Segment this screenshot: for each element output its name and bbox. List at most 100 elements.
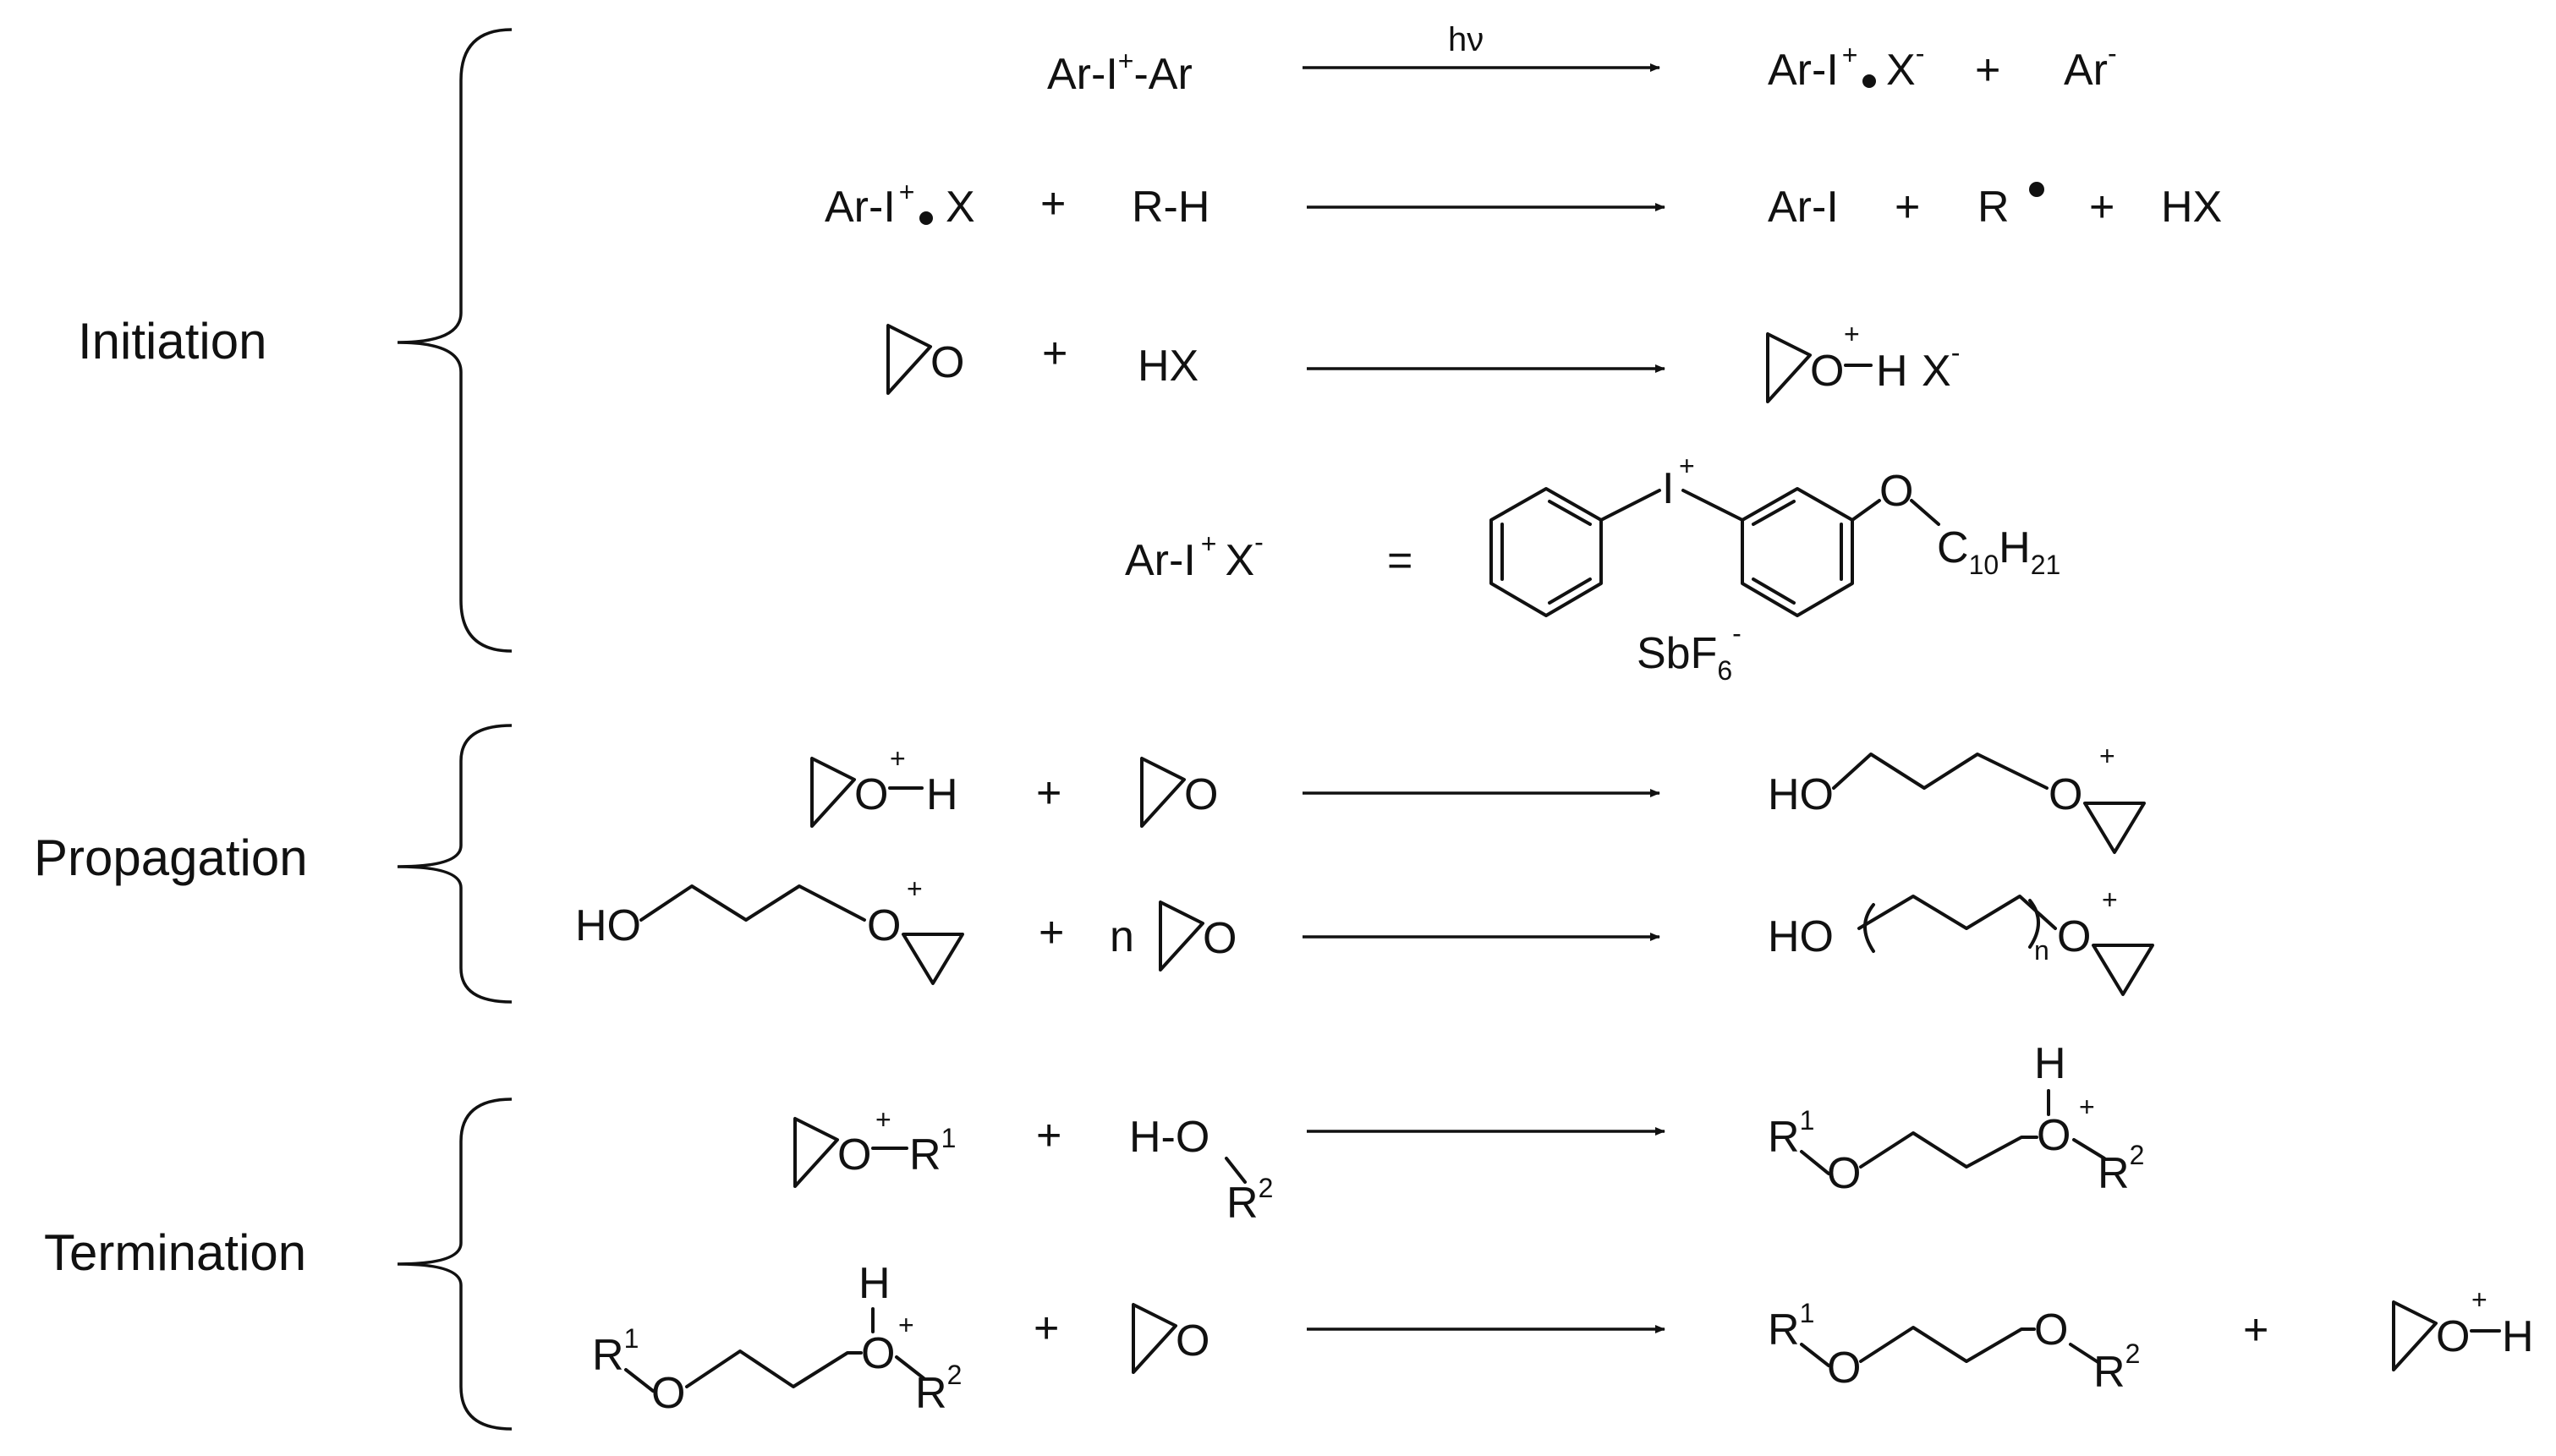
alkyl-r1: R1 <box>592 1323 639 1380</box>
repeat-subscript: n <box>2034 935 2049 966</box>
phenyl-ring-left <box>1489 487 1603 617</box>
initiator-formula: Ar-I+X- <box>1125 527 1264 585</box>
r-o-bond <box>624 1368 655 1393</box>
equals-sign: = <box>1387 536 1412 585</box>
reactant-rh: R-H <box>1132 183 1209 232</box>
oxonium-oxygen: O <box>854 770 888 819</box>
epoxide-ring <box>2083 802 2146 854</box>
reaction-2: Ar-I+ X + R-H Ar-I + R + HX <box>825 177 2222 232</box>
plus-sign: + <box>1040 179 1066 228</box>
o-r-bond <box>2072 1138 2106 1160</box>
c-o-bond <box>1851 499 1881 522</box>
epoxide-ring <box>2392 1300 2438 1371</box>
plus-sign: + <box>1036 1111 1061 1160</box>
propagation-reaction-2: HO O + + n O HO n O + <box>575 873 2154 996</box>
stage-label-termination: Termination <box>44 1224 306 1281</box>
propagation-reaction-1: O + H + O HO O + <box>810 741 2146 854</box>
alkyl-r2: R2 <box>1226 1173 1273 1228</box>
plus-sign: + <box>1036 769 1061 818</box>
bracket-left <box>1863 903 1875 953</box>
aromatic-bond <box>1548 500 1592 526</box>
ether-oxygen: O <box>651 1369 685 1418</box>
r-o-bond <box>1800 1150 1830 1175</box>
anion-x: X- <box>1922 337 1960 396</box>
alkyl-r2: R2 <box>2093 1338 2140 1397</box>
reactant-diaryliodonium: Ar-I+-Ar <box>1047 46 1193 99</box>
epoxide-ring <box>793 1117 839 1188</box>
chain-bonds <box>685 1349 863 1388</box>
charge-plus: + <box>1679 451 1695 481</box>
plus-sign: + <box>1895 183 1920 232</box>
light-label: hν <box>1448 21 1484 58</box>
alkyl-chain: C10H21 <box>1937 523 2060 580</box>
epoxide-ring <box>902 933 964 985</box>
ether-oxygen: O <box>1827 1149 1861 1198</box>
reaction-3: O + HX O + H X- <box>886 319 1960 403</box>
ether-oxygen: O <box>2034 1305 2068 1355</box>
plus-sign: + <box>1975 46 2000 95</box>
epoxide-ring <box>2092 944 2154 996</box>
plus-sign: + <box>1039 908 1064 957</box>
termination-reaction-2: R1 O O H + R2 + O R1 O O R2 + O + H <box>592 1259 2534 1418</box>
plus-sign: + <box>1042 329 1067 378</box>
oxonium-oxygen: O <box>2436 1312 2470 1361</box>
charge-plus: + <box>2471 1284 2487 1315</box>
phenyl-ring-right <box>1741 487 1854 617</box>
hydroxyl-hydrogen: H-O <box>1129 1113 1209 1162</box>
product-radical-cation: Ar-I+ <box>1768 40 1857 95</box>
counter-anion: SbF6- <box>1637 618 1741 686</box>
oxonium-oxygen: O <box>2057 912 2091 961</box>
oxonium-hydrogen: H <box>2034 1039 2066 1088</box>
termination-reaction-1: O + R1 + H-O R2 R1 O O H + R2 <box>793 1039 2144 1228</box>
radical-dot <box>2029 182 2044 197</box>
chain-bonds <box>1859 1326 2036 1363</box>
charge-plus: + <box>907 873 923 904</box>
iodine-atom: I <box>1662 464 1674 513</box>
oxonium-oxygen: O <box>861 1329 895 1378</box>
chain-bonds <box>1857 895 2057 930</box>
plus-sign: + <box>1034 1304 1059 1353</box>
charge-plus: + <box>2099 741 2115 771</box>
c-i-bond <box>1599 489 1661 522</box>
o-r-bond <box>2069 1343 2101 1365</box>
product-acid: HX <box>2161 183 2222 232</box>
oxonium-hydrogen: H <box>1876 347 1908 396</box>
oxonium-oxygen: O <box>867 901 901 950</box>
hydroxyl-group: HO <box>1768 912 1834 961</box>
hydroxyl-group: HO <box>1768 770 1834 819</box>
epoxide-ring <box>810 757 856 828</box>
chain-bonds <box>639 884 866 922</box>
oxonium-hydrogen: H <box>2502 1312 2534 1361</box>
initiator-definition: Ar-I+X- = I + O C10H21 SbF6- <box>1125 451 2060 686</box>
epoxide-oxygen: O <box>1184 770 1218 819</box>
alkyl-r1: R1 <box>909 1123 956 1180</box>
aromatic-bond <box>1548 577 1592 605</box>
anion-x: X- <box>1886 38 1924 95</box>
o-c-bond <box>1910 499 1940 526</box>
alkyl-r2: R2 <box>915 1360 962 1418</box>
product-aryl-iodide: Ar-I <box>1768 183 1839 232</box>
r-o-bond <box>1800 1343 1830 1367</box>
epoxide-ring <box>1140 757 1186 828</box>
epoxide-ring <box>1159 900 1204 972</box>
reactant-radical-cation: Ar-I+ <box>825 177 914 232</box>
oxonium-hydrogen: H <box>858 1259 891 1308</box>
stage-label-propagation: Propagation <box>34 829 308 886</box>
brace-termination <box>397 1097 513 1431</box>
o-r-bond <box>895 1355 925 1380</box>
epoxide-ring <box>1132 1303 1177 1374</box>
bracket-right <box>2028 899 2040 949</box>
brace-initiation <box>397 28 513 653</box>
alkyl-r1: R1 <box>1768 1105 1814 1162</box>
product-alkyl-radical: R <box>1977 183 2010 232</box>
i-c-bond <box>1681 489 1744 522</box>
charge-plus: + <box>898 1310 914 1340</box>
repeat-count: n <box>1110 912 1134 961</box>
oxonium-oxygen: O <box>2049 770 2082 819</box>
epoxide-oxygen: O <box>930 338 964 387</box>
aromatic-bond <box>1752 500 1796 526</box>
plus-sign: + <box>2243 1305 2268 1355</box>
epoxide-ring <box>886 324 932 395</box>
